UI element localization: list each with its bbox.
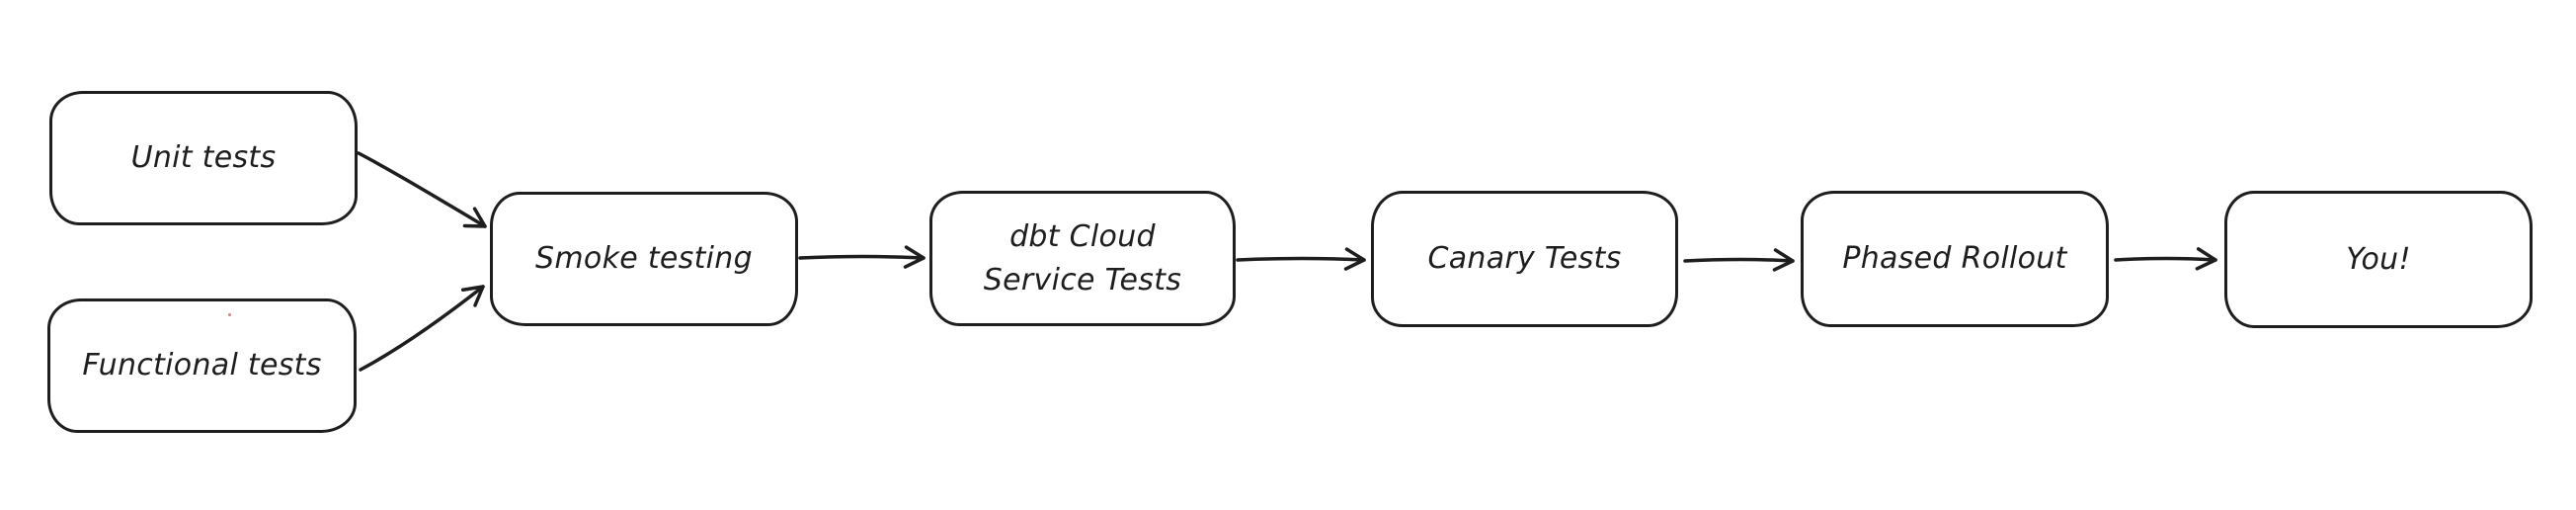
- node-label: dbt Cloud Service Tests: [983, 219, 1182, 298]
- edge-functional-tests-to-smoke-testing: [359, 285, 485, 372]
- node-functional-tests: Functional tests: [47, 298, 357, 433]
- edge-dbt-cloud-service-tests-to-canary-tests: [1236, 247, 1366, 271]
- node-phased-rollout: Phased Rollout: [1801, 191, 2109, 327]
- node-label: You!: [2346, 241, 2411, 277]
- node-unit-tests: Unit tests: [49, 91, 358, 225]
- node-label: Phased Rollout: [1842, 241, 2067, 277]
- node-dbt-cloud-service-tests: dbt Cloud Service Tests: [929, 191, 1236, 326]
- node-smoke-testing: Smoke testing: [490, 192, 798, 326]
- edge-phased-rollout-to-you: [2114, 247, 2217, 271]
- node-canary-tests: Canary Tests: [1371, 191, 1678, 327]
- node-you: You!: [2224, 191, 2533, 328]
- edge-unit-tests-to-smoke-testing: [357, 151, 487, 228]
- node-label: Canary Tests: [1427, 241, 1622, 277]
- node-label: Unit tests: [130, 140, 277, 176]
- edge-smoke-testing-to-dbt-cloud-service-tests: [798, 245, 926, 269]
- node-label: Functional tests: [82, 348, 322, 383]
- stray-red-dot: [228, 313, 231, 316]
- edge-canary-tests-to-phased-rollout: [1683, 248, 1795, 272]
- node-label: Smoke testing: [535, 241, 753, 277]
